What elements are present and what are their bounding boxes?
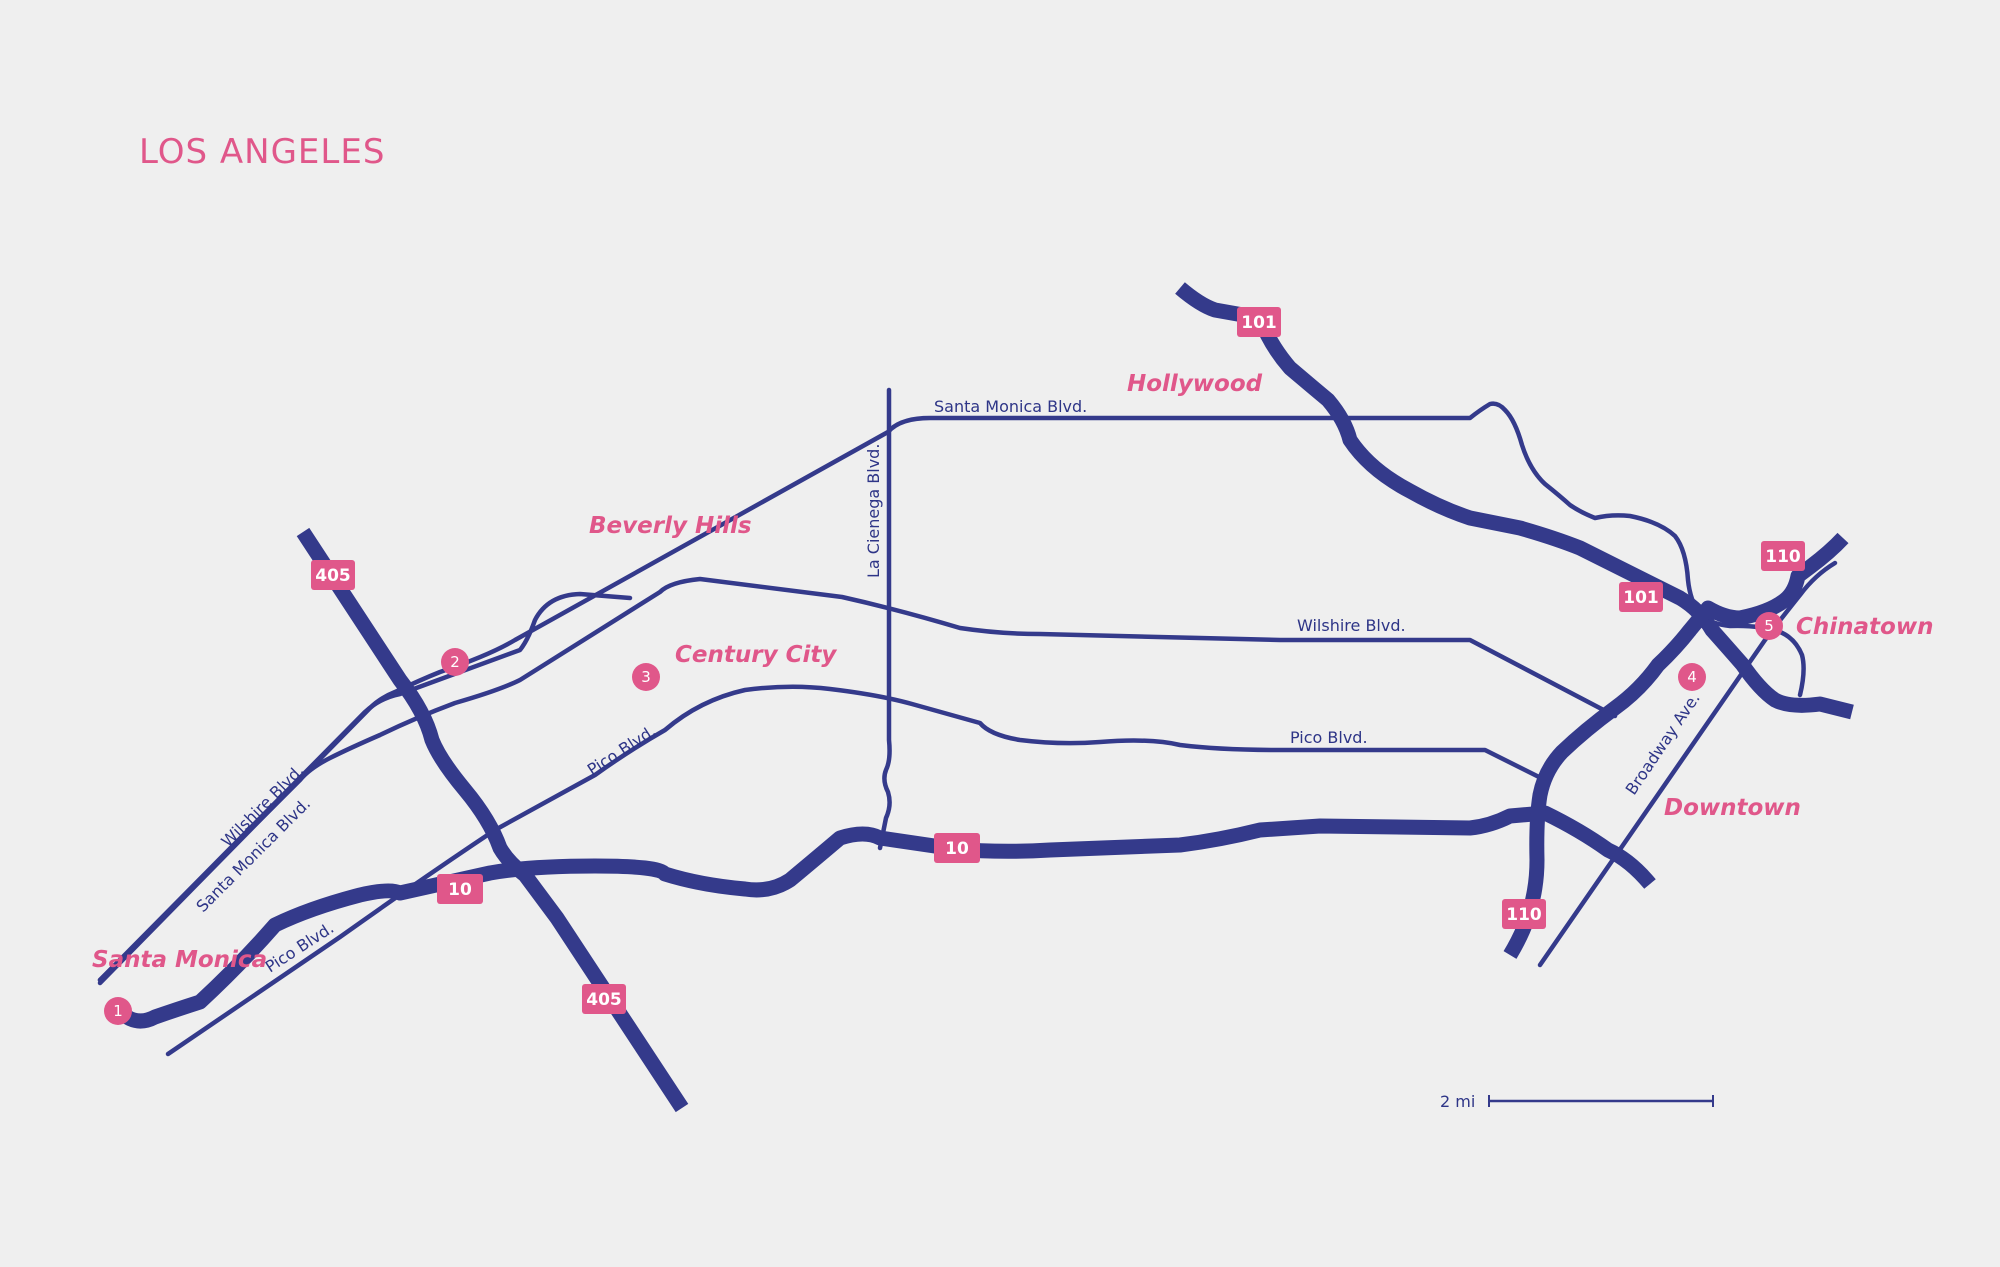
svg-text:405: 405: [315, 566, 351, 586]
label-hollywood: Hollywood: [1127, 371, 1263, 397]
svg-text:110: 110: [1765, 547, 1801, 567]
shield-405-south: 405: [582, 984, 626, 1014]
svg-text:405: 405: [586, 990, 622, 1010]
shield-101-north: 101: [1237, 307, 1281, 337]
svg-text:2: 2: [450, 653, 460, 671]
freeways: [123, 282, 1854, 1113]
street-label-pico-mid: Pico Blvd.: [584, 721, 659, 779]
scale-bar: 2 mi: [1440, 1092, 1714, 1111]
la-cienega-blvd: [877, 387, 892, 851]
i-405: [296, 527, 689, 1113]
us-101: [1175, 282, 1854, 720]
label-downtown: Downtown: [1664, 795, 1801, 821]
label-century-city: Century City: [675, 642, 837, 668]
map-title: LOS ANGELES: [139, 132, 385, 172]
marker-5[interactable]: 5: [1755, 612, 1783, 640]
svg-text:110: 110: [1506, 905, 1542, 925]
neighborhood-labels: Santa Monica Beverly Hills Century City …: [92, 371, 1933, 973]
street-label-pico-east: Pico Blvd.: [1290, 728, 1368, 747]
label-beverly-hills: Beverly Hills: [589, 513, 752, 539]
shield-10-mid: 10: [934, 833, 980, 863]
svg-text:3: 3: [641, 668, 651, 686]
i-10: [123, 805, 1656, 1029]
shield-10-west: 10: [437, 874, 483, 904]
scale-label: 2 mi: [1440, 1092, 1475, 1111]
shield-405-north: 405: [311, 560, 355, 590]
label-chinatown: Chinatown: [1796, 614, 1933, 640]
i-110: [1503, 532, 1849, 959]
location-markers[interactable]: 1 2 3 4 5: [104, 612, 1783, 1025]
santa-monica-blvd: [97, 401, 1806, 986]
svg-text:10: 10: [448, 880, 472, 900]
shield-101-east: 101: [1619, 582, 1663, 612]
pico-blvd: [165, 684, 1548, 1057]
freeway-shields: 405 405 10 10 101 101 110 110: [311, 307, 1805, 1014]
svg-text:101: 101: [1241, 313, 1277, 333]
marker-2[interactable]: 2: [441, 648, 469, 676]
wilshire-blvd: [97, 576, 1618, 983]
svg-text:5: 5: [1764, 617, 1774, 635]
svg-text:10: 10: [945, 839, 969, 859]
shield-110-north: 110: [1761, 541, 1805, 571]
svg-text:1: 1: [113, 1002, 123, 1020]
shield-110-south: 110: [1502, 899, 1546, 929]
surface-streets: [97, 387, 1838, 1057]
label-santa-monica: Santa Monica: [92, 947, 267, 973]
svg-text:4: 4: [1687, 668, 1697, 686]
wilshire-blvd-west: [97, 591, 633, 983]
marker-4[interactable]: 4: [1678, 663, 1706, 691]
street-label-la-cienega: La Cienega Blvd.: [864, 444, 883, 578]
svg-text:101: 101: [1623, 588, 1659, 608]
marker-3[interactable]: 3: [632, 663, 660, 691]
street-label-santa-monica-blvd-top: Santa Monica Blvd.: [934, 397, 1087, 416]
street-label-wilshire-east: Wilshire Blvd.: [1297, 616, 1406, 635]
marker-1[interactable]: 1: [104, 997, 132, 1025]
